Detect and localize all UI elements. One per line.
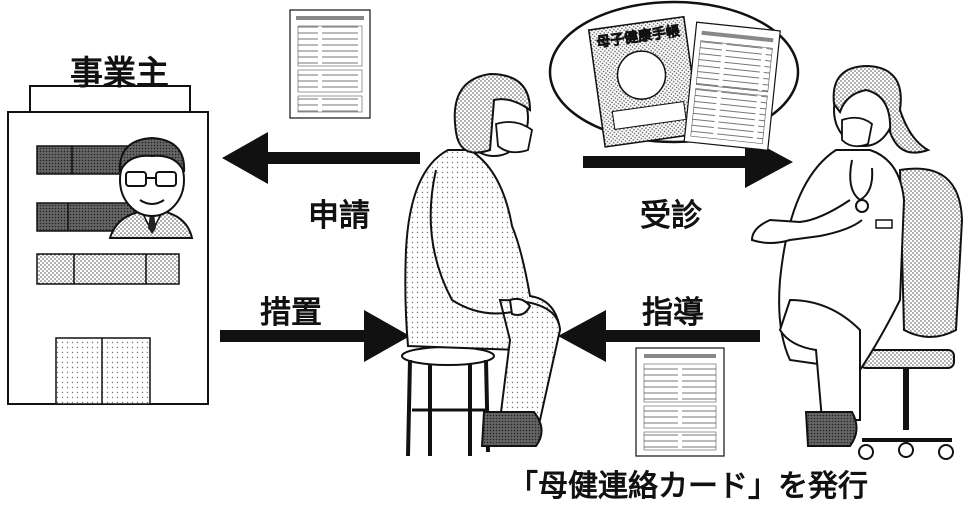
- guidance-label: 指導: [642, 295, 704, 331]
- application-form-doc: [289, 9, 371, 119]
- documents-bubble: 母子健康手帳: [548, 0, 800, 151]
- mother-child-handbook: 母子健康手帳: [587, 15, 702, 148]
- consult-label: 受診: [640, 198, 702, 234]
- employer-person: [108, 136, 194, 239]
- employer-label: 事業主: [70, 53, 169, 92]
- doctor: [750, 64, 964, 460]
- measure-arrow: [220, 310, 410, 362]
- guidance-arrow: [558, 310, 760, 362]
- apply-label: 申請: [308, 198, 370, 234]
- apply-arrow: [222, 132, 420, 184]
- pregnant-woman: [401, 72, 562, 457]
- issue-card-label: 「母健連絡カード」を発行: [508, 469, 868, 504]
- measure-label: 措置: [260, 295, 322, 331]
- chair: [858, 167, 964, 460]
- stool: [401, 346, 495, 457]
- liaison-card-doc: [635, 347, 725, 457]
- employer-building: [7, 85, 209, 405]
